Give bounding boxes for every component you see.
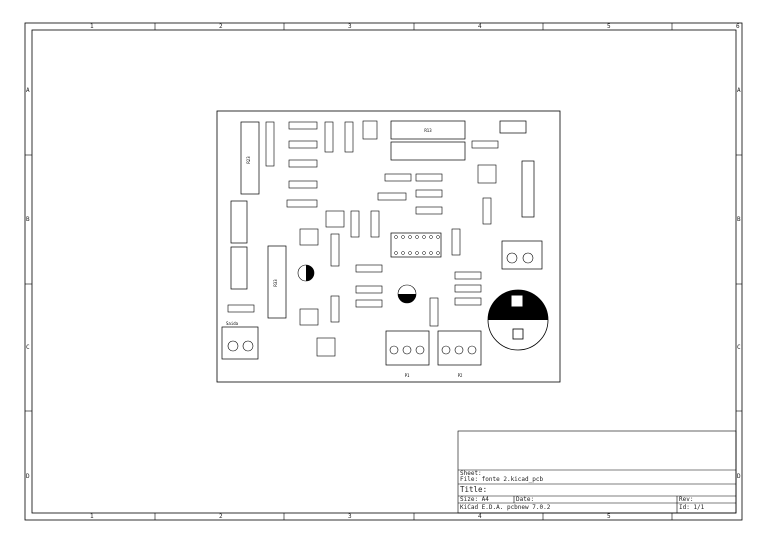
column-label-3: 3 (348, 23, 352, 30)
resistor-r9 (415, 189, 443, 198)
resistor-r15 (454, 271, 482, 280)
resistor-r18 (227, 304, 255, 313)
resistor-r31-large (390, 141, 466, 161)
row-label-b-right: B (737, 216, 741, 223)
power-resistors (240, 120, 466, 319)
column-ticks (154, 23, 673, 520)
resistor-r13-large (390, 120, 466, 140)
connector-p1-label: P1 (405, 373, 410, 378)
saida-label: Saida (226, 321, 239, 326)
big-capacitor-pad-2 (512, 328, 524, 340)
resistor-r2 (288, 140, 318, 149)
resistor-r16 (454, 284, 482, 293)
date-label: Date: (516, 496, 535, 503)
sheet-label: Sheet: (460, 470, 482, 477)
resistor-r6 (384, 173, 412, 182)
column-label-1: 1 (90, 23, 94, 30)
row-ticks (25, 154, 742, 412)
resistor-r33 (267, 245, 287, 319)
column-label-6: 6 (736, 23, 740, 30)
resistor-r13 (355, 285, 383, 294)
column-label-1-bottom: 1 (90, 513, 94, 520)
resistor-r1 (288, 121, 318, 130)
row-label-a: A (26, 87, 30, 94)
column-label-2-bottom: 2 (219, 513, 223, 520)
row-label-c-right: C (737, 344, 741, 351)
column-label-5: 5 (607, 23, 611, 30)
resistor-r17 (454, 297, 482, 306)
terminal-blocks (221, 120, 543, 366)
resistor-r14 (355, 299, 383, 308)
resistor-r5 (286, 199, 318, 208)
capacitor-c2 (306, 265, 314, 281)
resistor-footprints (227, 121, 499, 313)
column-label-3-bottom: 3 (348, 513, 352, 520)
title-block-frame (457, 430, 737, 514)
label-r13: R13 (424, 128, 432, 133)
connector-p2-label: P2 (458, 373, 463, 378)
resistor-r10 (415, 206, 443, 215)
label-r23: R23 (246, 156, 251, 164)
big-capacitor-pad-1 (511, 295, 523, 307)
kicad-version-label: KiCad E.D.A. pcbnew 7.0.2 (460, 504, 551, 511)
capacitor-c1 (398, 294, 416, 303)
resistor-r23 (240, 121, 260, 195)
sheet-id-label: Id: 1/1 (679, 504, 705, 511)
column-label-2: 2 (219, 23, 223, 30)
rev-label: Rev: (679, 496, 694, 503)
column-label-4: 4 (478, 23, 482, 30)
row-label-c: C (26, 344, 30, 351)
ic-pins (394, 235, 440, 255)
row-label-d: D (26, 473, 30, 480)
terminal-screws (227, 252, 534, 355)
resistor-r8 (377, 192, 407, 201)
vertical-resistors (265, 121, 492, 327)
title-label: Title: (460, 485, 488, 494)
row-label-a-right: A (737, 87, 741, 94)
row-label-d-right: D (737, 473, 741, 480)
inner-frame (31, 29, 737, 514)
label-r33: R33 (273, 279, 278, 287)
resistor-r12 (355, 264, 383, 273)
size-label: Size: A4 (460, 496, 489, 503)
row-label-b: B (26, 216, 30, 223)
column-label-4-bottom: 4 (478, 513, 482, 520)
resistor-r3 (288, 159, 318, 168)
outer-frame (24, 22, 743, 521)
resistor-r4 (288, 180, 318, 189)
resistor-r11 (471, 140, 499, 149)
resistor-r7 (415, 173, 443, 182)
column-label-5-bottom: 5 (607, 513, 611, 520)
file-label: File: fonte 2.kicad_pcb (460, 476, 544, 483)
